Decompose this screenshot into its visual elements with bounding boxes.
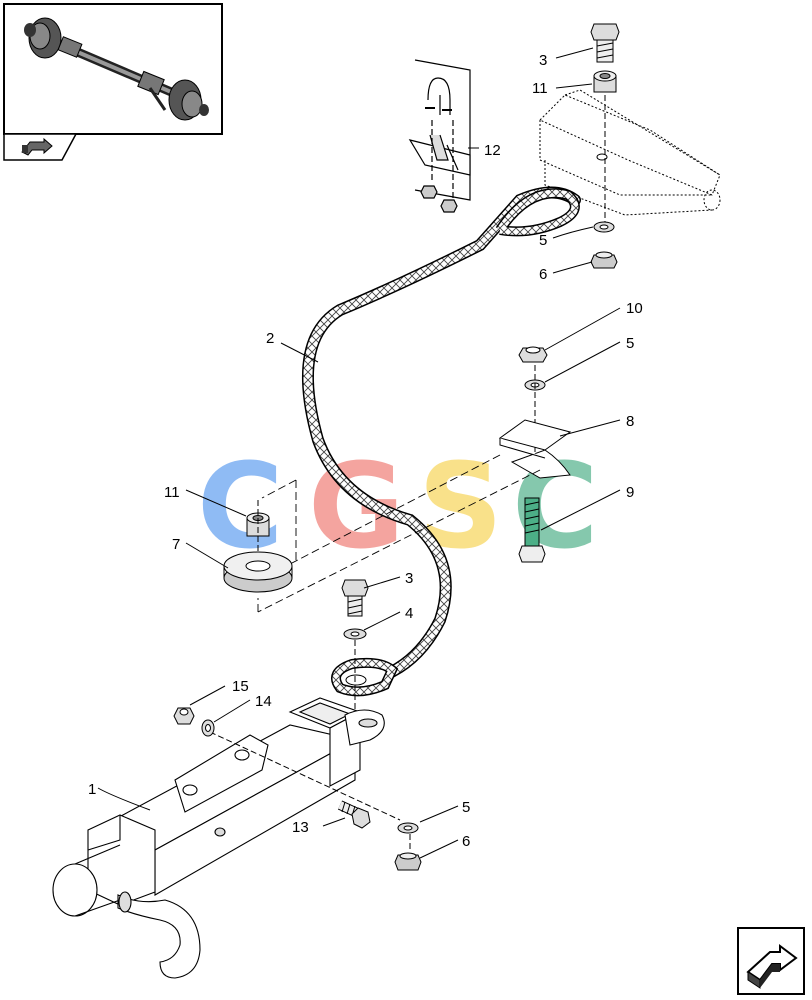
frame-rail [539, 89, 721, 216]
callouts: 3 11 12 5 6 10 5 8 9 2 11 7 3 4 15 14 1 … [88, 52, 643, 850]
callout-5: 5 [462, 799, 470, 816]
callout-6: 6 [462, 833, 470, 850]
drawbar-assembly [52, 697, 385, 979]
leader-lines [97, 47, 621, 859]
callout-5: 5 [539, 232, 547, 249]
callout-6: 6 [539, 266, 547, 283]
spacer-11-top [593, 70, 617, 93]
bolt-9 [518, 497, 546, 563]
callout-3: 3 [539, 52, 547, 69]
nut-6-top [590, 251, 618, 269]
axle-assembly-thumbnail [3, 3, 223, 135]
callout-7: 7 [172, 536, 180, 553]
watermark: C G S C [197, 437, 599, 575]
nut-6-bottom [394, 852, 422, 871]
nut-15 [173, 707, 195, 725]
bolt-3-mid [341, 579, 369, 617]
callout-14: 14 [255, 693, 272, 710]
callout-8: 8 [626, 413, 634, 430]
callout-5: 5 [626, 335, 634, 352]
next-page-arrow-icon [746, 944, 798, 989]
next-page-button[interactable] [737, 927, 805, 995]
washer-5-top [593, 221, 615, 233]
braided-cable [302, 186, 581, 697]
back-nav-tab[interactable] [3, 133, 78, 161]
clamp-8 [498, 419, 572, 479]
callout-11: 11 [164, 484, 180, 501]
watermark-letter: S [418, 437, 503, 575]
watermark-letter: C [197, 437, 284, 575]
callout-2: 2 [266, 330, 274, 347]
callout-4: 4 [405, 605, 413, 622]
clip-bracket-12 [408, 59, 471, 213]
nut-10 [518, 346, 548, 363]
callout-11: 11 [532, 80, 548, 97]
rubber-pad-7 [223, 551, 293, 593]
washer-5-bottom [397, 822, 419, 834]
callout-9: 9 [626, 484, 634, 501]
callout-15: 15 [232, 678, 249, 695]
bolt-13 [337, 800, 371, 829]
callout-1: 1 [88, 781, 96, 798]
washer-4 [343, 628, 367, 640]
callout-3: 3 [405, 570, 413, 587]
washer-14 [201, 719, 215, 737]
callout-12: 12 [484, 142, 501, 159]
back-arrow-icon [21, 137, 53, 156]
callout-13: 13 [292, 819, 309, 836]
callout-10: 10 [626, 300, 643, 317]
bolt-3-top [590, 23, 620, 63]
